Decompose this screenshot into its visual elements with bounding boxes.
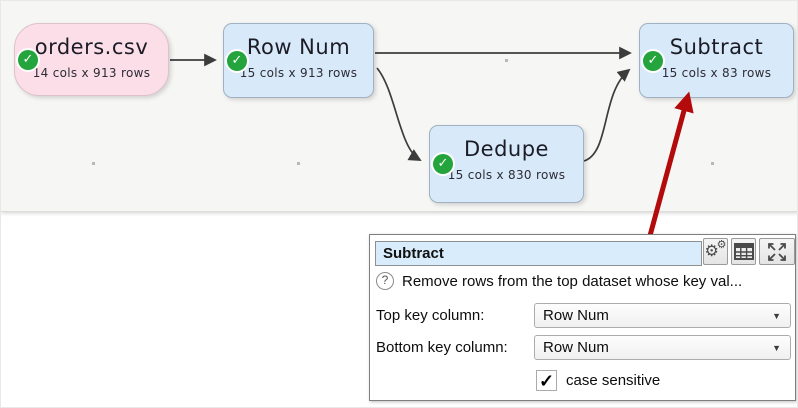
check-icon: ✓ (18, 49, 38, 70)
flow-canvas[interactable]: ✓ orders.csv 14 cols x 913 rows ✓ Row Nu… (1, 1, 797, 212)
grid-dot (92, 162, 95, 165)
gear-icon: ⚙ ⚙ (704, 238, 727, 260)
grid-dot (711, 162, 714, 165)
transform-name-input[interactable] (375, 241, 702, 266)
node-subtitle: 14 cols x 913 rows (32, 66, 151, 80)
dropdown-value: Row Num (543, 339, 609, 356)
chevron-down-icon: ▼ (772, 310, 781, 321)
checkmark-icon: ✓ (538, 371, 555, 391)
properties-panel: ⚙ ⚙ (369, 234, 796, 401)
check-icon: ✓ (227, 50, 247, 71)
node-title: Dedupe (464, 137, 549, 161)
dropdown-value: Row Num (543, 307, 609, 324)
table-view-button[interactable] (731, 238, 756, 265)
maximize-button[interactable] (759, 238, 795, 265)
node-subtract[interactable]: ✓ Subtract 15 cols x 83 rows (639, 23, 794, 98)
node-subtitle: 15 cols x 830 rows (447, 168, 566, 182)
edge-rownum-to-dedupe (376, 67, 422, 161)
expand-icon (768, 242, 786, 261)
transform-description: Remove rows from the top dataset whose k… (402, 272, 743, 290)
case-sensitive-label: case sensitive (566, 372, 661, 389)
grid-dot (297, 162, 300, 165)
node-subtitle: 15 cols x 913 rows (239, 66, 358, 80)
node-subtitle: 15 cols x 83 rows (661, 66, 772, 80)
node-title: Row Num (246, 35, 351, 59)
edge-dedupe-to-subtract (583, 68, 631, 162)
node-title: Subtract (669, 35, 764, 59)
case-sensitive-checkbox[interactable]: ✓ (536, 370, 557, 391)
help-icon[interactable]: ? (376, 272, 394, 290)
settings-button[interactable]: ⚙ ⚙ (703, 238, 728, 265)
grid-dot (505, 59, 508, 62)
top-key-column-label: Top key column: (376, 307, 485, 324)
help-row: ? Remove rows from the top dataset whose… (376, 271, 792, 291)
node-title: orders.csv (34, 35, 149, 59)
top-key-column-dropdown[interactable]: Row Num ▼ (534, 303, 791, 328)
check-icon: ✓ (433, 154, 453, 174)
node-orders-csv[interactable]: ✓ orders.csv 14 cols x 913 rows (14, 23, 169, 96)
edge-layer (170, 46, 632, 162)
check-icon: ✓ (643, 50, 663, 71)
table-icon (733, 243, 754, 260)
case-sensitive-row: ✓ case sensitive (536, 370, 660, 391)
bottom-key-column-label: Bottom key column: (376, 339, 508, 356)
bottom-key-column-dropdown[interactable]: Row Num ▼ (534, 335, 791, 360)
node-dedupe[interactable]: ✓ Dedupe 15 cols x 830 rows (429, 125, 584, 203)
chevron-down-icon: ▼ (772, 342, 781, 353)
node-row-num[interactable]: ✓ Row Num 15 cols x 913 rows (223, 23, 374, 98)
